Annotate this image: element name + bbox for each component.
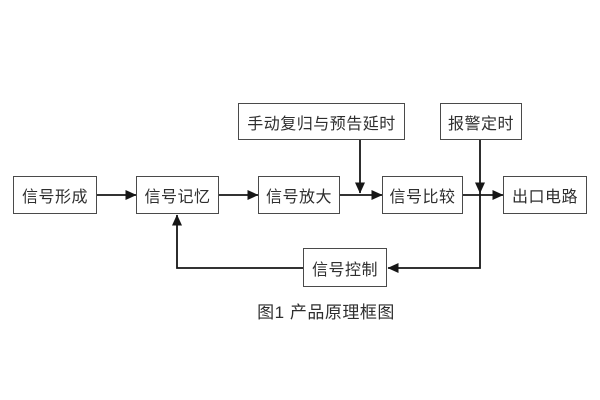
node-alarm-timer: 报警定时 [440,103,522,140]
node-signal-control-label: 信号控制 [311,261,378,279]
node-output-circuit: 出口电路 [503,176,587,214]
node-signal-amplify: 信号放大 [258,176,340,214]
diagram-caption: 图1 产品原理框图 [257,303,395,322]
node-alarm-timer-label: 报警定时 [447,115,514,133]
arrow-junction-to-control [387,193,481,273]
node-signal-formation: 信号形成 [13,176,97,214]
node-signal-memory: 信号记忆 [136,176,219,214]
node-signal-control: 信号控制 [303,248,387,287]
node-signal-formation-label: 信号形成 [21,189,88,206]
arrow-control-to-memory [172,214,303,269]
node-manual-reset-delay: 手动复归与预告延时 [238,103,405,140]
node-signal-amplify-label: 信号放大 [265,189,332,206]
node-signal-compare: 信号比较 [382,176,463,214]
node-signal-memory-label: 信号记忆 [144,189,211,206]
node-output-circuit-label: 出口电路 [511,189,578,206]
node-signal-compare-label: 信号比较 [389,189,456,206]
node-manual-reset-delay-label: 手动复归与预告延时 [247,115,396,133]
